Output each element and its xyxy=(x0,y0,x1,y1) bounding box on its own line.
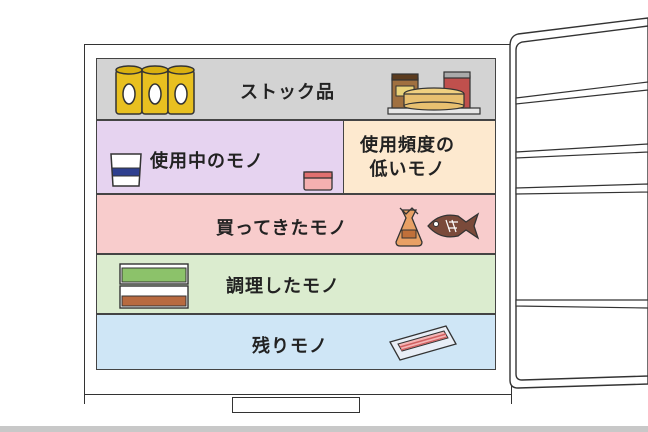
shelf-leftovers-label: 残りモノ xyxy=(252,336,328,357)
canned-goods-icon xyxy=(115,65,195,115)
shelf-in-use-label: 使用中のモノ xyxy=(150,151,264,172)
drawer-handle xyxy=(232,397,360,413)
freezer-divider xyxy=(84,394,512,395)
shelf-cooked-label: 調理したモノ xyxy=(226,276,340,297)
meat-tray-icon xyxy=(389,325,457,361)
shelf-low-frequency-label: 使用頻度の 低いモノ xyxy=(360,135,455,180)
floor-band xyxy=(0,426,648,432)
shelf-low-frequency xyxy=(343,120,496,194)
bag-icon xyxy=(395,207,423,247)
shelf-stock-label: ストック品 xyxy=(240,82,335,103)
food-containers-icon xyxy=(119,263,189,309)
small-container-icon xyxy=(303,171,333,191)
jars-tray-icon xyxy=(387,71,481,115)
fish-icon xyxy=(427,212,480,240)
cup-icon xyxy=(110,153,142,187)
shelf-bought-label: 買ってきたモノ xyxy=(216,218,348,239)
fridge-door xyxy=(509,17,648,389)
